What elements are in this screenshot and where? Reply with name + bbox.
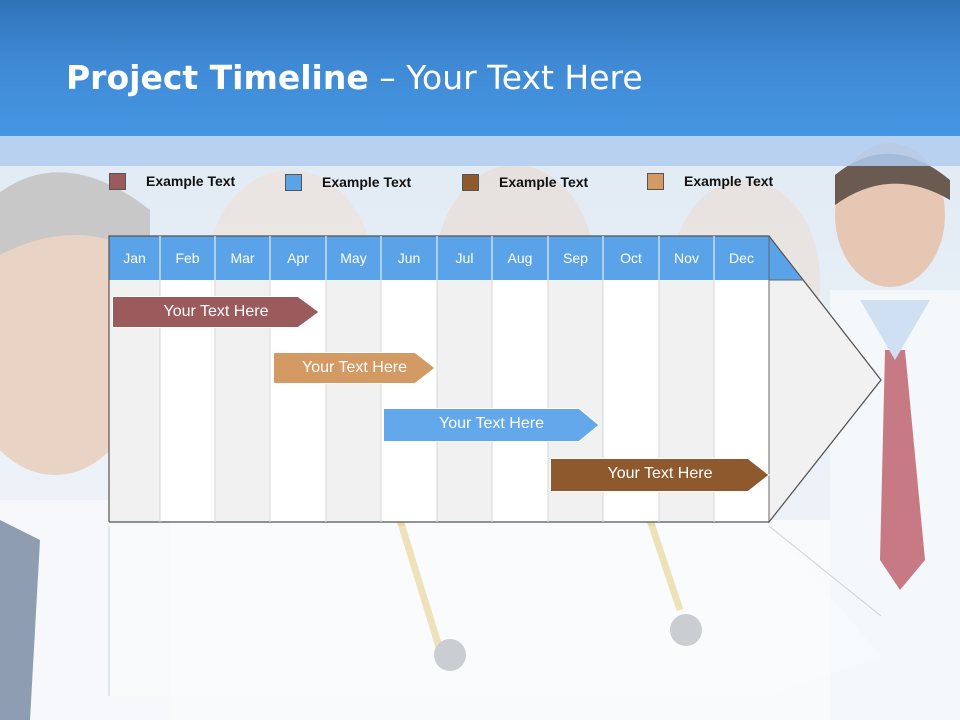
timeline-grid (108, 235, 882, 696)
month-column (326, 280, 381, 522)
slide-title: Project Timeline – Your Text Here (66, 58, 643, 97)
month-column (437, 280, 492, 522)
legend-item: Example Text (462, 172, 588, 192)
month-label: Jun (397, 250, 421, 266)
task-label: Your Text Here (163, 303, 269, 320)
task-label: Your Text Here (607, 465, 713, 482)
legend-item: Example Text (285, 172, 411, 192)
legend-label: Example Text (499, 174, 589, 190)
task-bar[interactable]: Your Text Here (112, 296, 320, 328)
legend-item: Example Text (109, 171, 235, 191)
task-arrow-shape (112, 296, 320, 328)
month-column (381, 280, 437, 522)
legend-swatch (109, 172, 126, 190)
legend-swatch (462, 173, 479, 191)
slide-title-rest: – Your Text Here (368, 58, 643, 97)
month-label: Feb (175, 250, 200, 266)
legend-swatch (647, 172, 664, 190)
month-label: Jan (123, 250, 146, 266)
month-column (492, 280, 548, 522)
timeline-chart (108, 235, 882, 696)
month-label: Aug (507, 250, 533, 266)
task-arrow-shape (550, 458, 770, 492)
task-bar[interactable]: Your Text Here (273, 352, 436, 384)
title-bar (0, 0, 960, 136)
legend-label: Example Text (146, 173, 236, 189)
month-label: Apr (287, 250, 309, 266)
legend-item: Example Text (647, 171, 773, 191)
legend-label: Example Text (322, 174, 412, 190)
task-arrow-shape (273, 352, 436, 384)
month-label: Jul (455, 250, 474, 266)
task-bar[interactable]: Your Text Here (383, 408, 600, 442)
legend-swatch (285, 173, 302, 191)
task-arrow-shape (383, 408, 600, 442)
month-label: Nov (674, 250, 699, 266)
month-label: Dec (729, 250, 754, 266)
title-band (0, 136, 960, 166)
month-label: Mar (230, 250, 255, 266)
month-label: May (340, 250, 367, 266)
task-label: Your Text Here (302, 359, 407, 376)
slide-title-bold: Project Timeline (66, 58, 369, 97)
task-bar[interactable]: Your Text Here (550, 458, 770, 492)
month-label: Oct (620, 250, 642, 266)
task-label: Your Text Here (439, 415, 544, 432)
month-label: Sep (563, 250, 588, 266)
legend-label: Example Text (684, 173, 774, 189)
